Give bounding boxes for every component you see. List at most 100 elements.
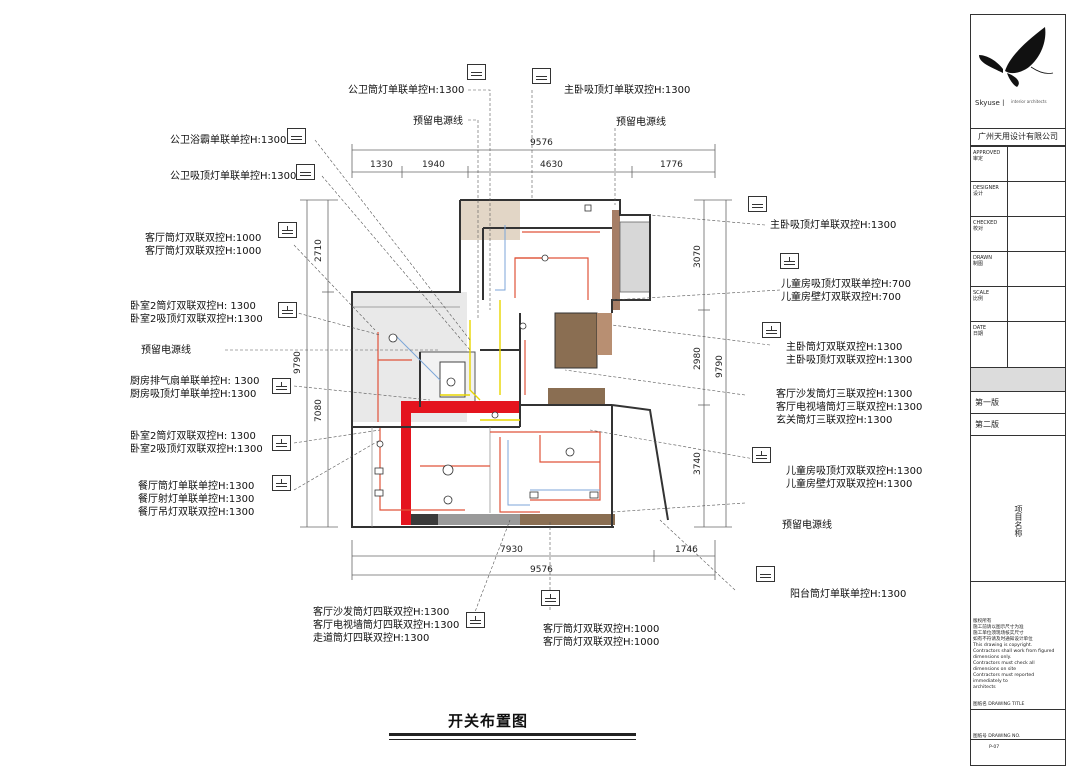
dimension-lines [300,144,732,580]
dim-top-seg-3: 4630 [540,160,563,170]
dim-right-seg-1: 3070 [693,245,703,268]
annotation-left-2: 公卫吸顶灯单联单控H:1300 [170,171,297,182]
field-label-en: APPROVED [973,150,1001,156]
switch-icon [541,590,560,606]
dim-bottom-total: 9576 [530,565,553,575]
brand-name: Skyuse丨 [975,99,1007,107]
note-en: Contractors must reported [973,673,1035,678]
annotation-top-1: 公卫筒灯单联单控H:1300 [348,85,465,96]
note-cn: 版权所有 [973,619,992,624]
dim-right-seg-3: 3740 [693,452,703,475]
note-en: architects [973,685,996,690]
floor-plan-drawing [225,89,781,626]
switch-icon [278,302,297,318]
field-label-en: SCALE [973,290,990,296]
annotation-top-3: 预留电源线 [413,116,463,127]
field-label-en: DESIGNER [973,185,999,191]
dim-right-seg-2: 2980 [693,347,703,370]
project-name-label: 项目名称 [1014,505,1023,537]
company-name: 广州天用设计有限公司 [971,128,1065,146]
field-label-cn: 设计 [973,191,984,197]
drawing-no-label: 图纸号 DRAWING NO. [973,734,1021,739]
switch-icon [762,322,781,338]
dim-left-seg-1: 2710 [314,239,324,262]
title-underline [389,733,636,736]
dim-right-total: 9790 [715,355,725,378]
title-block: Skyuse丨 interior architects 广州天用设计有限公司 A… [970,14,1066,766]
field-label-en: DRAWN [973,255,992,261]
switch-icon [272,475,291,491]
brand-subtitle: interior architects [1011,99,1047,104]
notes-field [971,581,1065,709]
project-field [971,435,1065,581]
butterfly-logo-icon [979,27,1054,87]
switch-icon [780,253,799,269]
dim-top-total: 9576 [530,138,553,148]
lighting-circuits [377,231,601,513]
switch-icon [287,128,306,144]
note-en: immediately to [973,679,1008,684]
light-fixtures [374,204,599,505]
switch-icon [467,64,486,80]
drawing-title-field [971,709,1065,739]
field-label-en: DATE [973,325,987,331]
annotation-right-7: 阳台筒灯单联单控H:1300 [790,589,907,600]
field-label-cn: 比例 [973,296,984,302]
title-underline-thin [389,739,636,740]
field-label-cn: 审定 [973,156,984,162]
leader-lines [225,89,781,626]
revision-1: 第一版 [971,391,1065,413]
note-en: dimensions only. [973,655,1012,660]
dim-left-total: 9790 [293,351,303,374]
switch-icon [756,566,775,582]
note-cn: 如有不符请及时通知设计单位 [973,637,1033,642]
dim-left-seg-2: 7080 [314,399,324,422]
annotation-left-1: 公卫浴霸单联单控H:1300 [170,135,287,146]
note-en: Contractors must check all [973,661,1035,666]
switch-icon [466,612,485,628]
annotation-left-5: 预留电源线 [141,345,191,356]
dim-bottom-seg-2: 1746 [675,545,698,555]
note-cn: 施工前请以图示尺寸为准 [973,625,1024,630]
switch-icon [296,164,315,180]
field-label-cn: 日期 [973,331,984,337]
annotation-top-4: 预留电源线 [616,117,666,128]
dim-bottom-seg-1: 7930 [500,545,523,555]
switch-icon [278,222,297,238]
grey-band [971,367,1065,391]
drawing-no-value: P-07 [989,745,1000,750]
drawing-title: 开关布置图 [448,712,529,730]
note-en: dimensions on site [973,667,1017,672]
drawing-title-label: 图纸名 DRAWING TITLE [973,702,1025,707]
annotation-top-2: 主卧吸顶灯单联双控H:1300 [564,85,691,96]
switch-icon [748,196,767,212]
field-label-cn: 校对 [973,226,984,232]
switch-icon [752,447,771,463]
switch-icon [272,435,291,451]
note-en: This drawing is copyright. [973,643,1033,648]
note-cn: 施工单位须现场核实尺寸 [973,631,1024,636]
revision-2: 第二版 [971,413,1065,435]
dim-top-seg-4: 1776 [660,160,683,170]
dim-top-seg-2: 1940 [422,160,445,170]
annotation-right-1: 主卧吸顶灯单联双控H:1300 [770,220,897,231]
field-label-en: CHECKED [973,220,998,226]
note-en: Contractors shall work from figured [973,649,1055,654]
